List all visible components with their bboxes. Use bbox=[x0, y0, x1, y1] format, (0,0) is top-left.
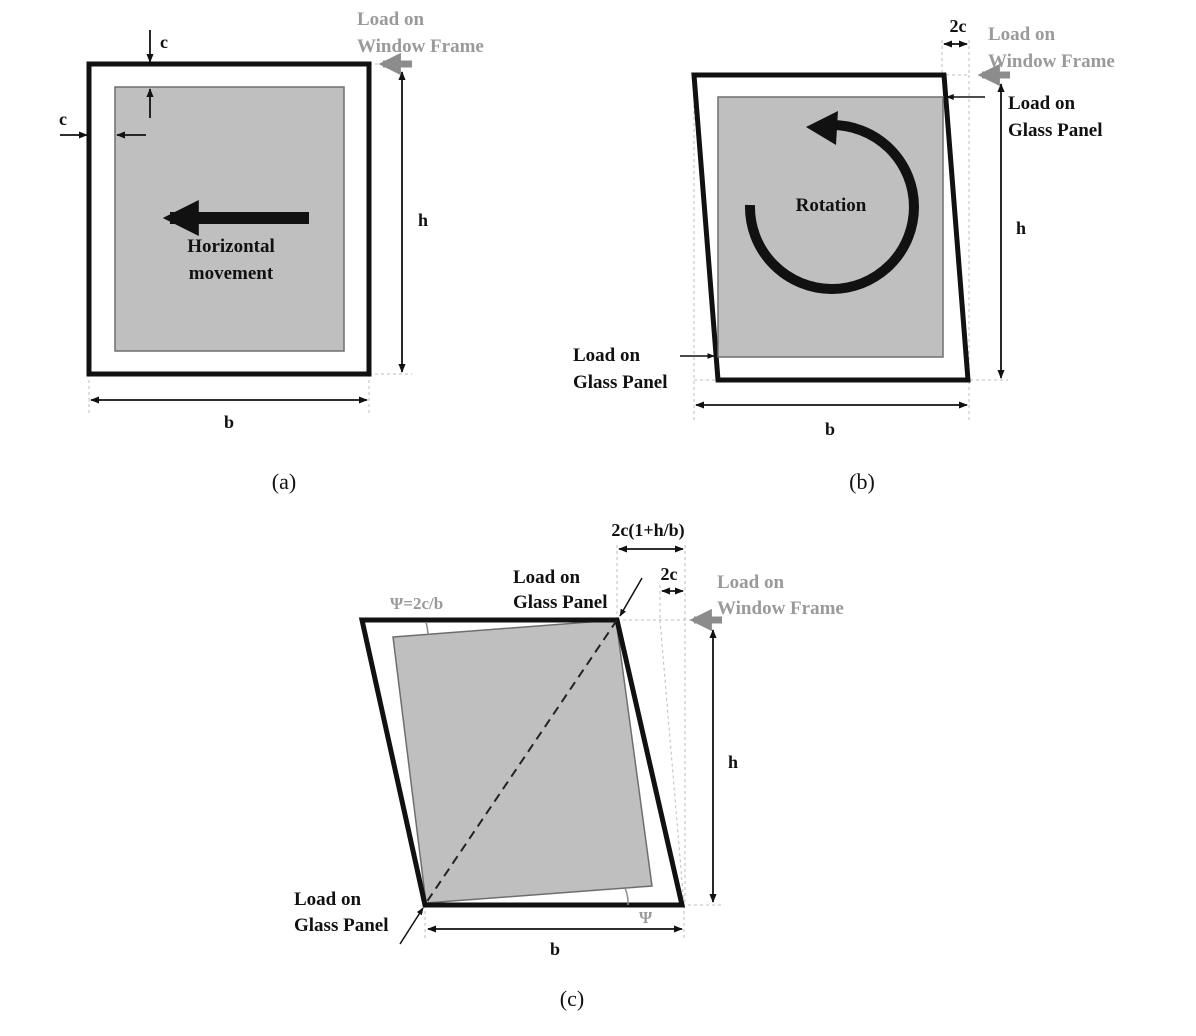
psi-arc-bottom bbox=[624, 887, 629, 906]
glass-load-label-b-bottom-line1: Load on bbox=[573, 345, 640, 366]
movement-label-line1: Horizontal bbox=[187, 236, 275, 257]
h-label-c: h bbox=[728, 752, 738, 772]
glass-load-label-c-top-line1: Load on bbox=[513, 567, 580, 588]
rotation-label: Rotation bbox=[796, 195, 867, 216]
window-frame-load-label-a-line2: Window Frame bbox=[357, 36, 484, 57]
window-frame-load-label-a-line1: Load on bbox=[357, 9, 424, 30]
b-label-b: b bbox=[825, 419, 835, 439]
window-frame-a bbox=[86, 61, 372, 377]
glass-load-label-b-top-line2: Glass Panel bbox=[1008, 120, 1102, 141]
c-top-label: c bbox=[160, 32, 168, 52]
panel-c: Ψ=2c/b Ψ 2c(1+h/b) 2c Load on Glass Pane… bbox=[294, 520, 844, 1011]
movement-label-line2: movement bbox=[189, 263, 274, 284]
window-frame-b bbox=[691, 72, 971, 383]
glass-load-label-c-bottom-line2: Glass Panel bbox=[294, 915, 388, 936]
caption-c: (c) bbox=[560, 986, 584, 1011]
b-label-c: b bbox=[550, 939, 560, 959]
panel-a: c c Horizontal movement Load on Window F… bbox=[59, 9, 484, 494]
2c-label-c: 2c bbox=[661, 564, 678, 584]
window-frame-load-label-c-line1: Load on bbox=[717, 572, 784, 593]
caption-a: (a) bbox=[272, 469, 296, 494]
psi-arc-top bbox=[425, 621, 429, 635]
window-frame-load-label-b-line2: Window Frame bbox=[988, 51, 1115, 72]
psi-formula-label: Ψ=2c/b bbox=[390, 594, 443, 613]
rotation-arc bbox=[744, 119, 919, 294]
window-frame-c bbox=[358, 617, 686, 908]
h-label-b: h bbox=[1016, 218, 1026, 238]
b-label-a: b bbox=[224, 412, 234, 432]
rotation-arrowhead bbox=[806, 111, 838, 145]
h-label-a: h bbox=[418, 210, 428, 230]
psi-label: Ψ bbox=[639, 908, 653, 927]
glass-load-label-c-bottom-line1: Load on bbox=[294, 889, 361, 910]
glass-load-arrow-c-top bbox=[619, 577, 643, 617]
c-left-label: c bbox=[59, 109, 67, 129]
2c-label-b: 2c bbox=[950, 16, 967, 36]
glass-load-arrow-c-bottom bbox=[399, 907, 424, 945]
window-frame-load-label-b-line1: Load on bbox=[988, 24, 1055, 45]
glass-load-label-b-top-line1: Load on bbox=[1008, 93, 1075, 114]
panel-b: Rotation 2c Load on Window Frame Load on… bbox=[573, 16, 1115, 494]
2c-expr-label: 2c(1+h/b) bbox=[611, 520, 684, 541]
glass-load-label-b-bottom-line2: Glass Panel bbox=[573, 372, 667, 393]
glass-diagonal bbox=[425, 619, 618, 904]
glass-load-label-c-top-line2: Glass Panel bbox=[513, 592, 607, 613]
caption-b: (b) bbox=[849, 469, 875, 494]
window-frame-load-label-c-line2: Window Frame bbox=[717, 598, 844, 619]
